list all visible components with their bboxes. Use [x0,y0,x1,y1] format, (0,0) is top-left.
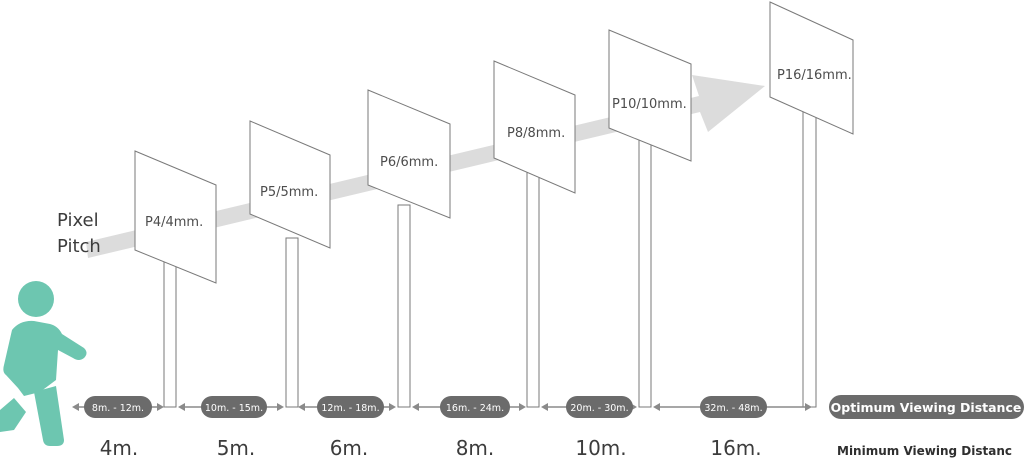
sign-panel [493,60,576,194]
sign-label: P4/4mm. [145,215,203,230]
optimum-range-p10: 20m. - 30m. [566,396,633,418]
svg-text:Optimum Viewing Distance: Optimum Viewing Distance [831,400,1022,415]
sign-p8: P8/8mm. [493,60,576,408]
sign-p5: P5/5mm. [249,120,331,408]
sign-label: P8/8mm. [507,126,565,141]
svg-text:16m. - 24m.: 16m. - 24m. [446,403,504,414]
svg-text:8m. - 12m.: 8m. - 12m. [92,403,144,414]
svg-text:10m. - 15m.: 10m. - 15m. [205,403,263,414]
optimum-range-p4: 8m. - 12m. [84,396,152,418]
sign-label: P6/6mm. [380,155,438,170]
walking-person-icon [0,281,87,446]
sign-post [638,139,652,408]
minimum-distance-p16: 16m. [710,436,761,459]
minimum-distance-p10: 10m. [575,436,626,459]
optimum-range-p6: 12m. - 18m. [317,396,384,418]
optimum-range-p16: 32m. - 48m. [700,396,767,418]
sign-p6: P6/6mm. [367,89,451,408]
legend-minimum: Minimum Viewing Distanc [837,444,1012,458]
svg-text:20m. - 30m.: 20m. - 30m. [570,403,628,414]
svg-text:32m. - 48m.: 32m. - 48m. [704,403,762,414]
sign-post [163,259,177,408]
legend-optimum: Optimum Viewing Distance [829,395,1024,419]
minimum-distance-p6: 6m. [330,436,369,459]
sign-label: P10/10mm. [612,97,687,112]
sign-panel [608,29,692,162]
sign-panel [134,150,217,284]
pixel-pitch-title-line2: Pitch [57,236,101,257]
sign-post [526,169,540,408]
minimum-distance-p4: 4m. [100,436,139,459]
pixel-pitch-title-line1: Pixel [57,210,99,231]
sign-p4: P4/4mm. [134,150,217,408]
optimum-range-p5: 10m. - 15m. [201,396,267,418]
sign-post [397,204,411,408]
sign-post [285,237,299,408]
optimum-range-p8: 16m. - 24m. [440,396,510,418]
sign-label: P16/16mm. [777,68,852,83]
minimum-distance-p8: 8m. [456,436,495,459]
sign-panel [367,89,451,219]
sign-p10: P10/10mm. [608,29,692,408]
sign-post [802,103,817,408]
svg-text:12m. - 18m.: 12m. - 18m. [321,403,379,414]
sign-p16: P16/16mm. [769,1,854,408]
sign-panel [769,1,854,135]
sign-label: P5/5mm. [260,185,318,200]
minimum-distance-p5: 5m. [217,436,256,459]
sign-panel [249,120,331,249]
